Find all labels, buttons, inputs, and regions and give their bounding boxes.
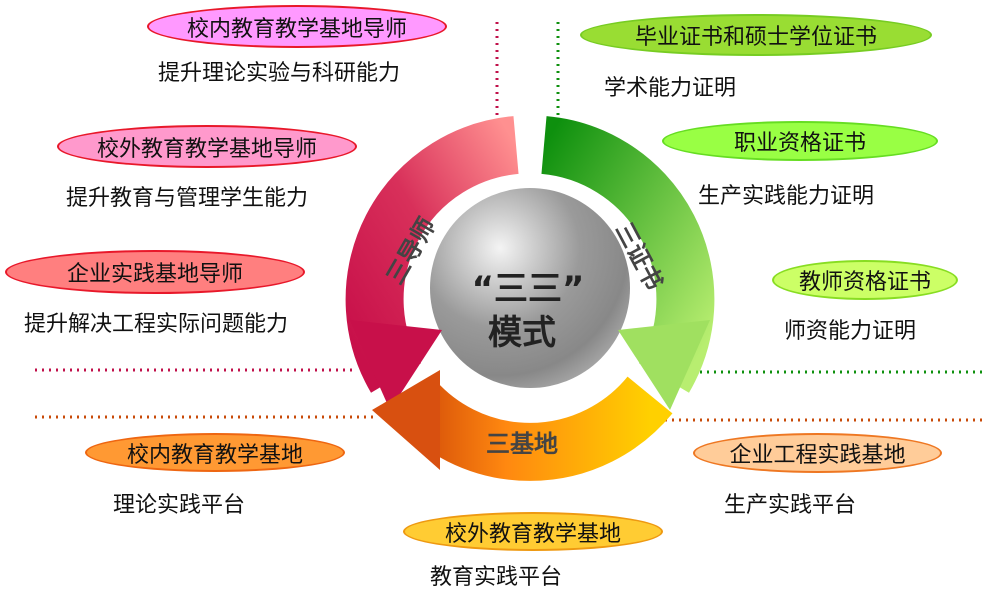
mentor-pill-internal: 校内教育教学基地导师 [147, 5, 447, 48]
mentors-arrowhead [350, 320, 442, 410]
bases-arrow-label: 三基地 [486, 430, 558, 458]
base-desc-external: 教育实践平台 [430, 565, 563, 590]
certificate-pill-degree: 毕业证书和硕士学位证书 [580, 14, 932, 56]
mentor-pill-enterprise: 企业实践基地导师 [5, 250, 305, 294]
bases-arrowhead [372, 370, 440, 470]
base-desc-enterprise: 生产实践平台 [724, 493, 857, 518]
center-title-line2: 模式 [488, 313, 556, 353]
center-sphere [430, 188, 630, 388]
certificate-pill-teacher: 教师资格证书 [772, 260, 958, 300]
mentor-pill-external: 校外教育教学基地导师 [57, 125, 357, 168]
base-pill-enterprise: 企业工程实践基地 [693, 433, 942, 473]
mentor-desc-enterprise: 提升解决工程实际问题能力 [24, 312, 289, 337]
mentor-desc-internal: 提升理论实验与科研能力 [158, 61, 401, 86]
mentor-desc-external: 提升教育与管理学生能力 [66, 186, 309, 211]
certificate-desc-professional: 生产实践能力证明 [698, 184, 875, 209]
base-pill-external: 校外教育教学基地 [403, 512, 663, 551]
certificate-desc-teacher: 师资能力证明 [784, 319, 917, 344]
center-title-line1: “三三” [472, 269, 585, 309]
certificate-desc-degree: 学术能力证明 [604, 76, 737, 101]
certificate-pill-professional: 职业资格证书 [662, 121, 938, 161]
certificates-arrowhead [618, 320, 710, 410]
base-pill-internal: 校内教育教学基地 [85, 433, 345, 472]
base-desc-internal: 理论实践平台 [113, 493, 246, 518]
